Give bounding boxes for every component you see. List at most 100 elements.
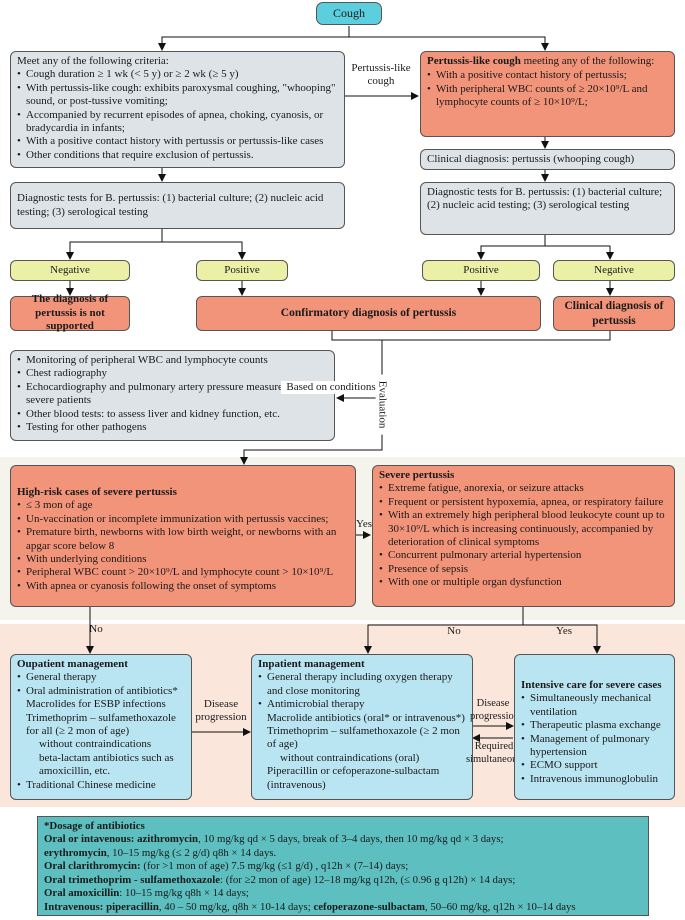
- clinical-diagnosis-result-box: Clinical diagnosis of pertussis: [553, 296, 675, 331]
- drug-name: Oral or intavenous: azithromycin: [44, 833, 199, 846]
- list-item: Management of pulmonary hypertension: [521, 733, 668, 760]
- dosage-line-tmp-smx: Oral trimethoprim - sulfamethoxazole: (f…: [44, 874, 642, 887]
- high-risk-list: ≤ 3 mon of age Un-vaccination or incompl…: [17, 499, 349, 593]
- clinical-diagnosis-text: Clinical diagnosis: pertussis (whooping …: [427, 152, 635, 165]
- evaluation-label: Evaluation: [375, 374, 389, 435]
- list-item: Cough duration ≥ 1 wk (< 5 y) or ≥ 2 wk …: [17, 68, 338, 82]
- list-item: With underlying conditions: [17, 553, 349, 567]
- cough-label: Cough: [332, 6, 365, 21]
- disease-progression-right-label: Disease progression: [470, 698, 519, 722]
- required-simultaneously-label: Required simultaneously: [466, 741, 530, 765]
- list-item: Macrolides for ESBP infections: [26, 698, 166, 711]
- dosage-line-azithromycin: Oral or intavenous: azithromycin, 10 mg/…: [44, 833, 642, 846]
- list-item: Frequent or persistent hypoxemia, apnea,…: [379, 496, 668, 510]
- list-item: Extreme fatigue, anorexia, or seizure at…: [379, 482, 668, 496]
- list-item: Therapeutic plasma exchange: [521, 719, 668, 733]
- dosage-box: *Dosage of antibiotics Oral or intavenou…: [37, 816, 649, 916]
- list-item: Other conditions that require exclusion …: [17, 149, 338, 163]
- based-on-conditions-label: Based on conditions: [281, 381, 381, 395]
- list-item: With a positive contact history of pertu…: [427, 69, 668, 83]
- severe-pertussis-box: Severe pertussis Extreme fatigue, anorex…: [372, 465, 675, 607]
- list-item: Presence of sepsis: [379, 563, 668, 577]
- list-item: Premature birth, newborns with low birth…: [17, 526, 349, 553]
- dosage-line-erythromycin: erythromycin, 10–15 mg/kg (≤ 2 g/d) q8h …: [44, 847, 642, 860]
- list-item: Oral administration of antibiotics*: [17, 685, 185, 699]
- positive-label: Positive: [224, 263, 260, 276]
- list-item: Peripheral WBC count > 20×10⁹/L and lymp…: [17, 566, 349, 580]
- list-item: Macrolide antibiotics (oral* or intraven…: [267, 711, 465, 724]
- no-label-highrisk: No: [89, 623, 103, 635]
- list-item: General therapy including oxygen therapy…: [258, 671, 466, 698]
- list-item: Traditional Chinese medicine: [17, 779, 185, 793]
- positive-right-box: Positive: [422, 260, 540, 281]
- drug-name: Oral trimethoprim - sulfamethoxazole: [44, 873, 221, 886]
- high-risk-box: High-risk cases of severe pertussis ≤ 3 …: [10, 465, 356, 607]
- drug-dose: , 50–60 mg/kg, q12h × 10–14 days: [424, 900, 576, 913]
- list-item: With peripheral WBC counts of ≥ 20×10⁹/L…: [427, 83, 668, 110]
- list-item: Simultaneously mechanical ventilation: [521, 692, 668, 719]
- intensive-care-box: Intensive care for severe cases Simultan…: [514, 654, 675, 800]
- negative-label: Negative: [594, 263, 634, 276]
- list-item: ECMO support: [521, 759, 668, 773]
- not-supported-text: The diagnosis of pertussis is not suppor…: [31, 293, 109, 333]
- pertussis-like-label: Pertussis-like cough: [351, 62, 411, 88]
- right-criteria-heading: Pertussis-like cough meeting any of the …: [427, 55, 668, 68]
- right-criteria-box: Pertussis-like cough meeting any of the …: [420, 51, 675, 137]
- drug-dose: , 10 mg/kg qd × 5 days, break of 3–4 day…: [198, 833, 504, 846]
- outpatient-title: Oupatient management: [17, 658, 128, 670]
- list-item: Testing for other pathogens: [17, 421, 328, 435]
- list-item: General therapy: [17, 671, 185, 685]
- drug-name: Intravenous: piperacillin: [44, 900, 159, 913]
- severe-list: Extreme fatigue, anorexia, or seizure at…: [379, 482, 668, 590]
- negative-label: Negative: [50, 263, 90, 276]
- drug-name: Oral amoxicillin: [44, 887, 120, 900]
- clinical-diagnosis-result-text: Clinical diagnosis of pertussis: [564, 300, 664, 327]
- drug-name: Oral clarithromycin:: [44, 860, 141, 873]
- high-risk-title: High-risk cases of severe pertussis: [17, 486, 177, 498]
- intensive-title: Intensive care for severe cases: [521, 679, 662, 691]
- drug-dose: : (for ≥2 mon of age) 12–18 mg/kg q12h, …: [220, 873, 516, 886]
- right-criteria-title-rest: meeting any of the following:: [520, 55, 655, 67]
- severe-title: Severe pertussis: [379, 469, 455, 481]
- dosage-title: *Dosage of antibiotics: [44, 820, 145, 832]
- list-item: without contraindications (oral): [280, 751, 420, 764]
- drug-dose: : 10–15 mg/kg q8h × 14 days;: [119, 887, 249, 900]
- list-item: Monitoring of peripheral WBC and lymphoc…: [17, 354, 328, 368]
- outpatient-box: Oupatient management General therapy Ora…: [10, 654, 192, 800]
- confirmatory-diagnosis-box: Confirmatory diagnosis of pertussis: [196, 296, 541, 331]
- yes-label-severe: Yes: [555, 625, 572, 637]
- clinical-diagnosis-box: Clinical diagnosis: pertussis (whooping …: [420, 149, 675, 170]
- list-item: Intravenous immunoglobulin: [521, 773, 668, 787]
- negative-right-box: Negative: [553, 260, 675, 281]
- list-item: Concurrent pulmonary arterial hypertensi…: [379, 549, 668, 563]
- not-supported-box: The diagnosis of pertussis is not suppor…: [10, 293, 130, 333]
- left-criteria-title: Meet any of the following criteria:: [17, 55, 169, 67]
- dosage-line-intravenous: Intravenous: piperacillin, 40 – 50 mg/kg…: [44, 901, 642, 914]
- disease-progression-left-label: Disease progression: [195, 698, 247, 724]
- diag-tests-right-text: Diagnostic tests for B. pertussis: (1) b…: [427, 186, 663, 212]
- list-item: With apnea or cyanosis following the ons…: [17, 580, 349, 594]
- list-item: Trimethoprim – sulfamethoxazole (≥ 2 mon…: [267, 725, 460, 751]
- list-item: With pertussis-like cough: exhibits paro…: [17, 82, 338, 109]
- list-item: ≤ 3 mon of age: [17, 499, 349, 513]
- left-criteria-box: Meet any of the following criteria: Coug…: [10, 51, 345, 168]
- dosage-line-clarithromycin: Oral clarithromycin: (for >1 mon of age)…: [44, 860, 642, 873]
- no-label-severe: No: [447, 625, 461, 637]
- drug-name: cefoperazone-sulbactam: [313, 900, 425, 913]
- list-item: With an extremely high peripheral blood …: [379, 509, 668, 549]
- list-item: With one or multiple organ dysfunction: [379, 576, 668, 590]
- diag-tests-right-box: Diagnostic tests for B. pertussis: (1) b…: [420, 182, 675, 235]
- positive-left-box: Positive: [196, 260, 288, 281]
- list-item: Accompanied by recurrent episodes of apn…: [17, 109, 338, 136]
- list-item: Piperacillin or cefoperazone-sulbactam (…: [267, 765, 440, 791]
- list-item: Un-vaccination or incomplete immunizatio…: [17, 513, 349, 527]
- intensive-list: Simultaneously mechanical ventilation Th…: [521, 692, 668, 786]
- right-criteria-list: With a positive contact history of pertu…: [427, 69, 668, 109]
- list-item: With a positive contact history with per…: [17, 135, 338, 149]
- inpatient-box: Inpatient management General therapy inc…: [251, 654, 473, 800]
- list-item: without contraindications: [39, 738, 152, 751]
- list-item: Other blood tests: to assess liver and k…: [17, 408, 328, 422]
- drug-name: erythromycin: [44, 846, 107, 859]
- list-item: beta-lactam antibiotics such as amoxicil…: [39, 751, 174, 778]
- inpatient-list: General therapy including oxygen therapy…: [258, 671, 466, 792]
